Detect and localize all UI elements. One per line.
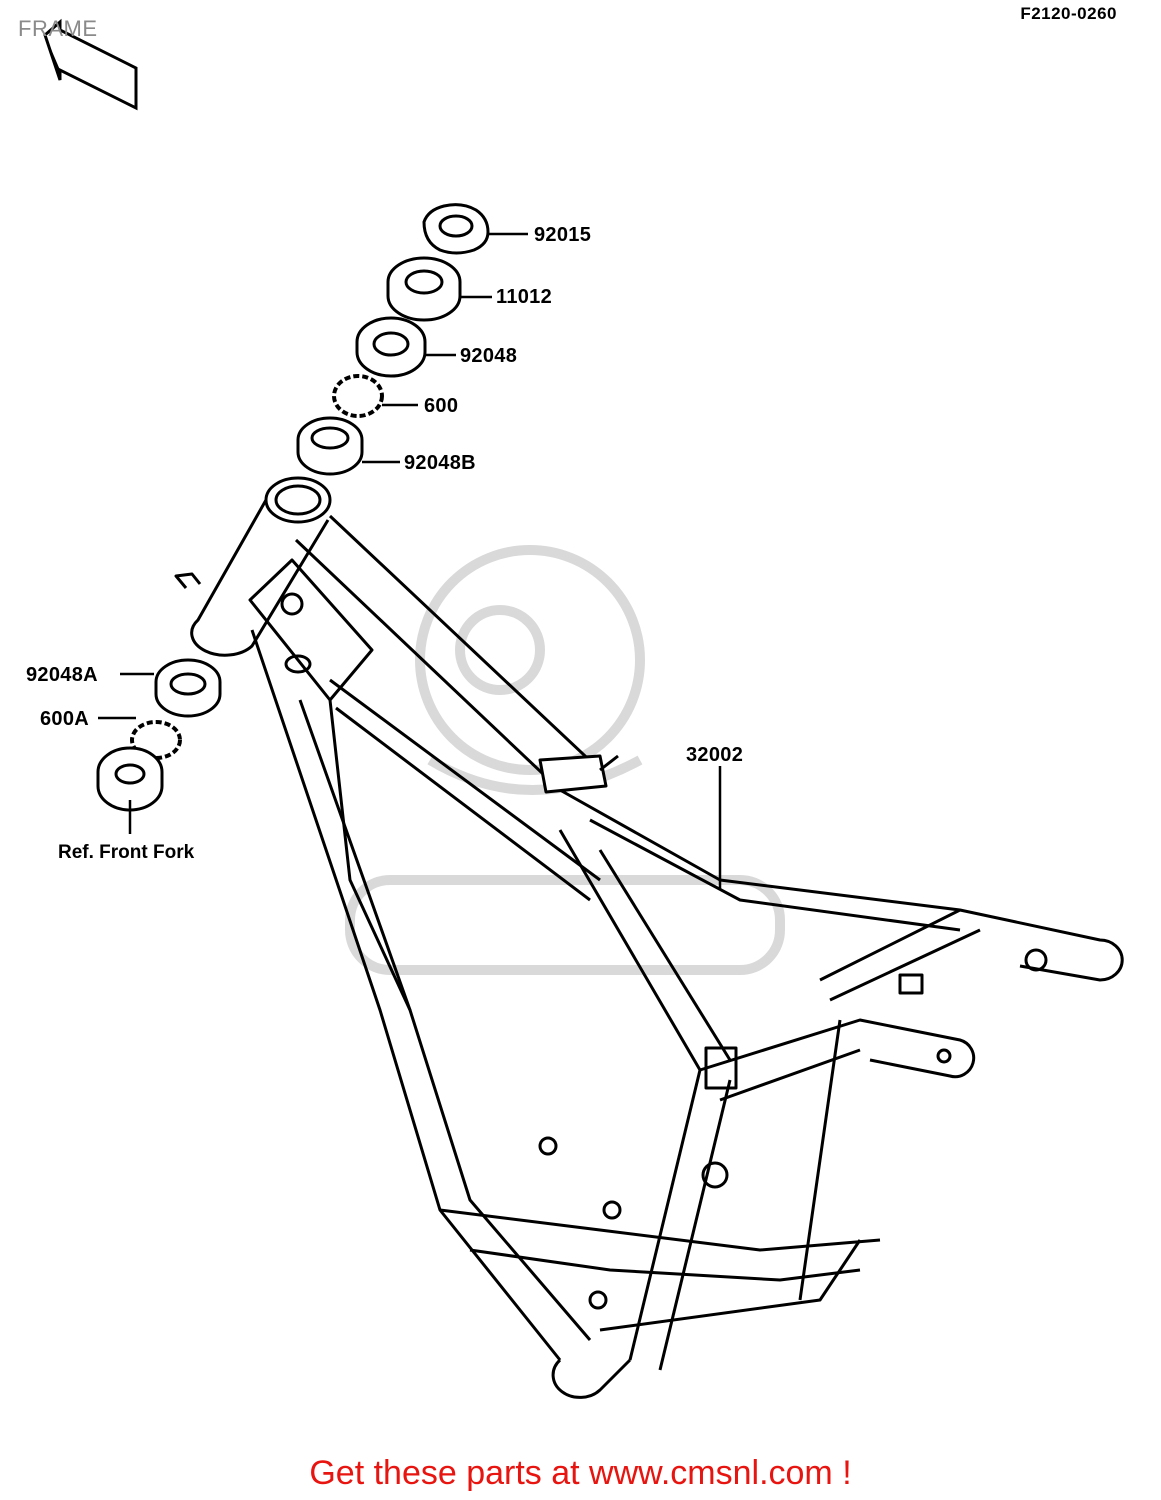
part-11012-cover — [386, 256, 462, 322]
part-92048-race — [355, 316, 427, 378]
reference-front-fork: Ref. Front Fork — [58, 842, 195, 863]
page-title: FRAME — [18, 16, 98, 41]
figure-code: F2120-0260 — [1020, 4, 1117, 23]
frame-32002 — [174, 476, 1124, 1399]
part-label-32002[interactable]: 32002 — [686, 744, 744, 766]
part-label-92015[interactable]: 92015 — [534, 224, 592, 246]
part-92048B-race — [296, 416, 364, 476]
part-label-92048B[interactable]: 92048B — [404, 452, 476, 474]
part-label-600[interactable]: 600 — [424, 395, 459, 417]
front-fork-stem-seat — [96, 746, 164, 812]
front-arrow-icon — [43, 18, 138, 111]
part-label-600A[interactable]: 600A — [40, 708, 90, 730]
part-92015-nut — [422, 203, 490, 255]
leader-lines — [98, 232, 722, 890]
part-label-92048[interactable]: 92048 — [460, 345, 518, 367]
cta-link[interactable]: Get these parts at www.cmsnl.com ! — [309, 1454, 852, 1492]
part-92048A-race — [154, 658, 222, 718]
part-600-ball-bearing — [332, 374, 384, 418]
part-label-11012[interactable]: 11012 — [496, 286, 553, 308]
part-label-92048A[interactable]: 92048A — [26, 664, 98, 686]
